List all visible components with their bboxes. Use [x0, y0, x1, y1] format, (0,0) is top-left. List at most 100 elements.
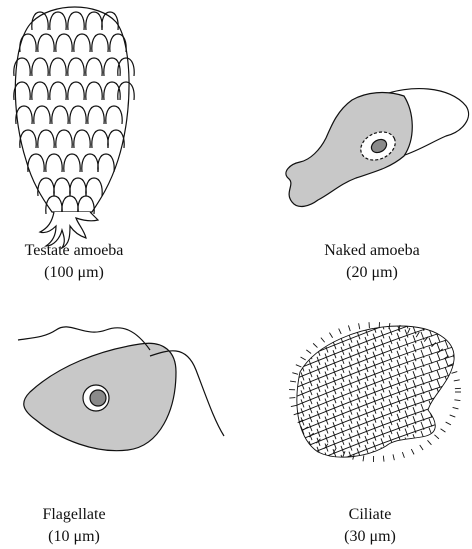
cilium-hatch: [317, 483, 320, 491]
cilium-hatch: [293, 376, 296, 384]
cilium-hatch: [437, 424, 440, 432]
cilium-hatch: [349, 299, 352, 307]
cilium-hatch: [301, 318, 304, 326]
cilium: [290, 381, 296, 382]
cilium-hatch: [357, 313, 360, 321]
cilium-hatch: [445, 439, 448, 447]
cilium-hatch: [325, 309, 328, 317]
cilium-hatch: [381, 285, 384, 293]
cilium-hatch: [445, 295, 448, 303]
cilium-hatch: [301, 345, 304, 353]
cilium-hatch: [389, 444, 392, 452]
cilium-hatch: [333, 287, 336, 295]
cilium-hatch: [333, 485, 336, 493]
cilium-hatch: [325, 291, 328, 299]
cilium: [393, 454, 394, 460]
cilium-hatch: [437, 316, 440, 324]
cilium: [454, 400, 460, 401]
cilium: [313, 343, 317, 347]
cilium: [427, 440, 431, 445]
cilium-hatch: [373, 316, 376, 324]
flagellate-drawing: [18, 327, 224, 451]
cilium-hatch: [293, 340, 296, 348]
cilium-hatch: [301, 453, 304, 461]
cilium: [453, 407, 459, 408]
cilium: [402, 452, 404, 458]
cilium-hatch: [285, 478, 288, 486]
size-naked-amoeba: (20 μm): [272, 262, 472, 284]
cilium-hatch: [341, 293, 344, 301]
cilium-hatch: [293, 403, 296, 411]
cilium-hatch: [317, 330, 320, 338]
cilium-hatch: [445, 430, 448, 438]
cilium-hatch: [397, 459, 400, 467]
cilium-hatch: [357, 457, 360, 465]
cilium-hatch: [437, 289, 440, 297]
cilium-hatch: [397, 450, 400, 458]
cilium: [446, 422, 451, 425]
cilium-hatch: [437, 307, 440, 315]
cilium: [441, 429, 446, 432]
cilium-hatch: [429, 284, 432, 292]
cilium: [359, 323, 360, 329]
cilium-hatch: [301, 480, 304, 488]
cilium-hatch: [333, 305, 336, 313]
cilium-hatch: [405, 231, 408, 239]
label-flagellate: Flagellate: [0, 504, 174, 526]
cilium-hatch: [429, 446, 432, 454]
cilium-hatch: [381, 294, 384, 302]
cilium-hatch: [453, 328, 456, 336]
cilium-hatch: [285, 307, 288, 315]
cilium-hatch: [445, 403, 448, 411]
caption-ciliate: Ciliate (30 μm): [270, 504, 470, 548]
cilium-hatch: [373, 307, 376, 315]
cilium-hatch: [333, 458, 336, 466]
cilium-hatch: [317, 303, 320, 311]
cilium-hatch: [397, 441, 400, 449]
cilium: [452, 372, 458, 374]
cilium-hatch: [301, 489, 304, 497]
cilium-hatch: [285, 415, 288, 423]
cilium-hatch: [333, 467, 336, 475]
cilium-hatch: [341, 482, 344, 490]
cilium-hatch: [309, 468, 312, 476]
cilium-hatch: [365, 319, 368, 327]
cilium-hatch: [301, 471, 304, 479]
cilium-hatch: [453, 409, 456, 417]
cilium-hatch: [293, 349, 296, 357]
testate-amoeba-drawing: [14, 7, 134, 248]
cilium-hatch: [429, 302, 432, 310]
cilium-hatch: [405, 312, 408, 320]
cilium-hatch: [301, 336, 304, 344]
cilium-hatch: [285, 388, 288, 396]
cilium-hatch: [453, 292, 456, 300]
cilium-hatch: [341, 473, 344, 481]
cilium-hatch: [325, 471, 328, 479]
cilium: [301, 357, 306, 360]
cilium-hatch: [309, 315, 312, 323]
cilium-hatch: [309, 288, 312, 296]
cilium-hatch: [389, 291, 392, 299]
cilium-hatch: [365, 310, 368, 318]
cilium-hatch: [293, 412, 296, 420]
size-ciliate: (30 μm): [270, 526, 470, 548]
cilium-hatch: [453, 310, 456, 318]
cilium-hatch: [285, 406, 288, 414]
cilium-hatch: [341, 329, 344, 337]
cilium-hatch: [445, 313, 448, 321]
cilium: [306, 350, 311, 354]
cilium-hatch: [357, 466, 360, 474]
cilium-hatch: [309, 459, 312, 467]
cilium-hatch: [453, 436, 456, 444]
cilium-hatch: [397, 315, 400, 323]
cilium-hatch: [413, 443, 416, 451]
cilium-hatch: [453, 400, 456, 408]
cilium-hatch: [325, 327, 328, 335]
cilium-hatch: [365, 454, 368, 462]
cilium-hatch: [453, 337, 456, 345]
cilium-hatch: [309, 450, 312, 458]
cilium-hatch: [365, 301, 368, 309]
cilium-hatch: [293, 295, 296, 303]
cilium-hatch: [325, 462, 328, 470]
